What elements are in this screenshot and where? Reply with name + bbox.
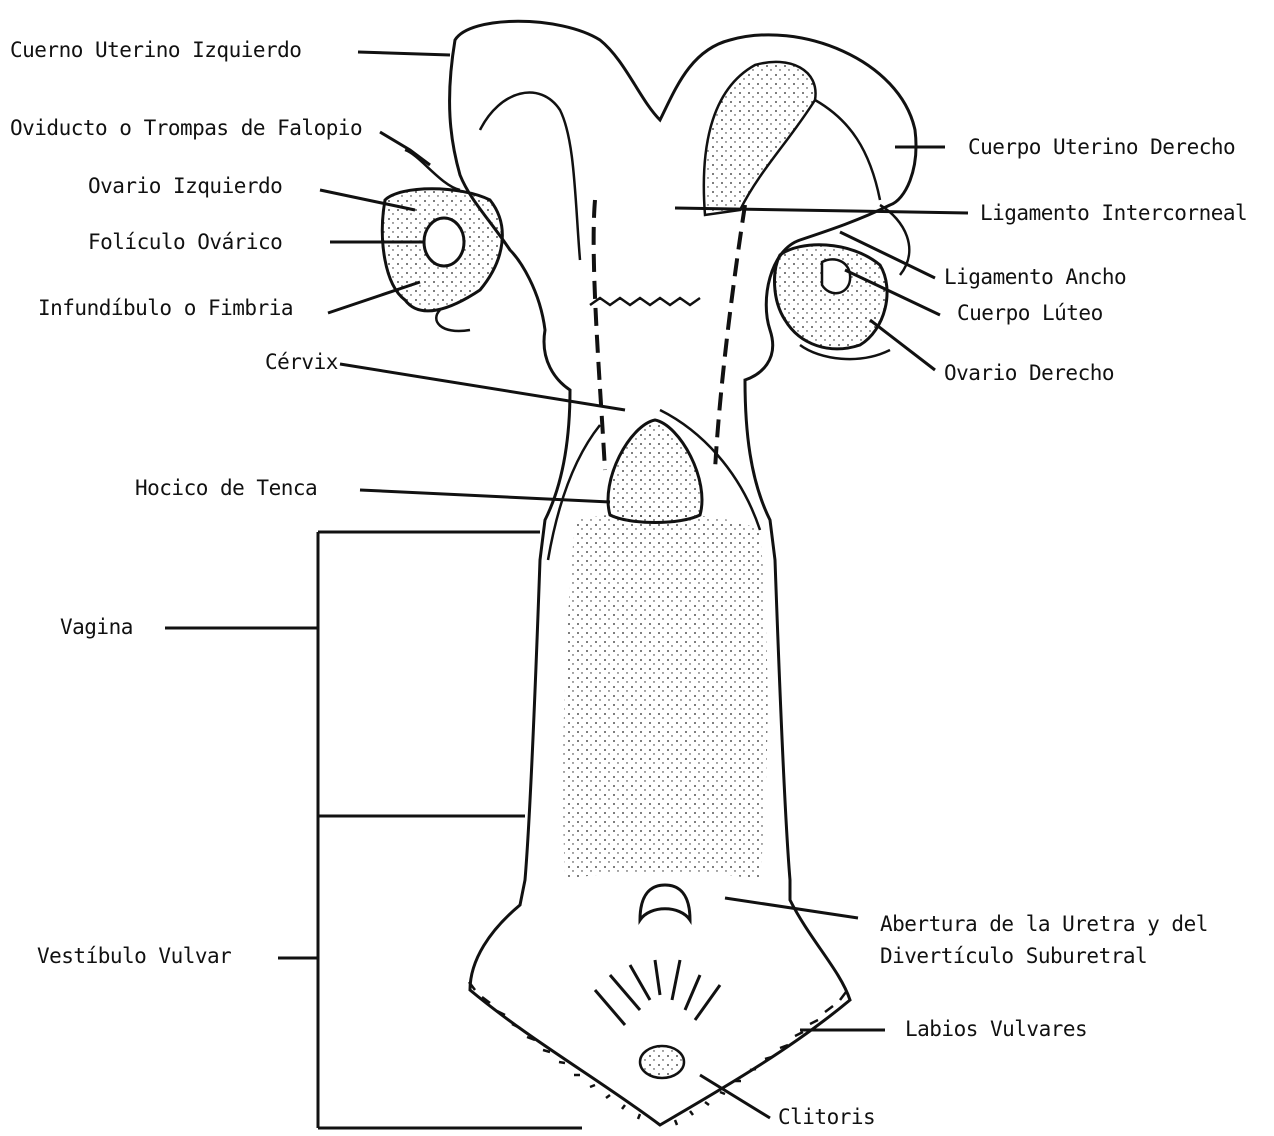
- label-abertura-uretra-line1: Abertura de la Uretra y del: [880, 914, 1208, 935]
- label-cervix: Cérvix: [265, 352, 338, 373]
- label-abertura-uretra-line2: Divertículo Suburetral: [880, 946, 1147, 967]
- label-infundibulo: Infundíbulo o Fimbria: [38, 298, 293, 319]
- clitoris-shape: [640, 1046, 684, 1078]
- vaginal-lumen: [563, 513, 767, 880]
- label-cuerno-uterino-izquierdo: Cuerno Uterino Izquierdo: [10, 40, 301, 61]
- label-labios-vulvares: Labios Vulvares: [905, 1019, 1087, 1040]
- label-clitoris: Clitoris: [778, 1107, 875, 1128]
- label-vestibulo-vulvar: Vestíbulo Vulvar: [37, 946, 231, 967]
- label-cuerpo-luteo: Cuerpo Lúteo: [957, 303, 1103, 324]
- label-hocico-de-tenca: Hocico de Tenca: [135, 478, 317, 499]
- label-foliculo-ovarico: Folículo Ovárico: [88, 232, 282, 253]
- label-ligamento-ancho: Ligamento Ancho: [944, 267, 1126, 288]
- corpus-luteum: [822, 259, 850, 293]
- ovarian-follicle: [424, 218, 464, 266]
- label-oviducto: Oviducto o Trompas de Falopio: [10, 118, 362, 139]
- label-cuerpo-uterino-derecho: Cuerpo Uterino Derecho: [968, 137, 1235, 158]
- label-vagina: Vagina: [60, 617, 133, 638]
- label-ligamento-intercorneal: Ligamento Intercorneal: [980, 203, 1247, 224]
- label-ovario-izquierdo: Ovario Izquierdo: [88, 176, 282, 197]
- label-ovario-derecho: Ovario Derecho: [944, 363, 1114, 384]
